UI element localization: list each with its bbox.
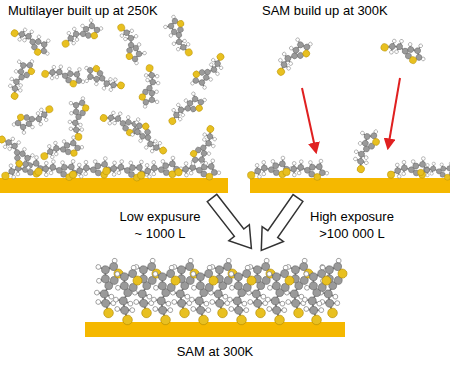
adsorbing-molecule	[268, 31, 429, 78]
gold-substrate	[0, 178, 228, 193]
hollow-arrow	[202, 190, 262, 256]
panel-caption: SAM at 300K	[85, 343, 345, 360]
gold-substrate	[85, 322, 345, 337]
adsorption-arrow	[388, 78, 400, 148]
panel-heading: SAM build up at 300K	[262, 2, 442, 19]
multilayer	[0, 13, 233, 174]
adsorption-arrow	[302, 88, 316, 152]
exposure-label: Low expusure ~ 1000 L	[116, 208, 204, 242]
gold-substrate	[250, 178, 450, 193]
hollow-arrow	[251, 191, 309, 258]
flat-layer	[0, 154, 222, 182]
flat-layer	[246, 124, 450, 181]
upright-sam	[88, 255, 350, 326]
exposure-label: High exposure >100 000 L	[302, 208, 402, 242]
panel-heading: Multilayer built up at 250K	[8, 2, 208, 19]
